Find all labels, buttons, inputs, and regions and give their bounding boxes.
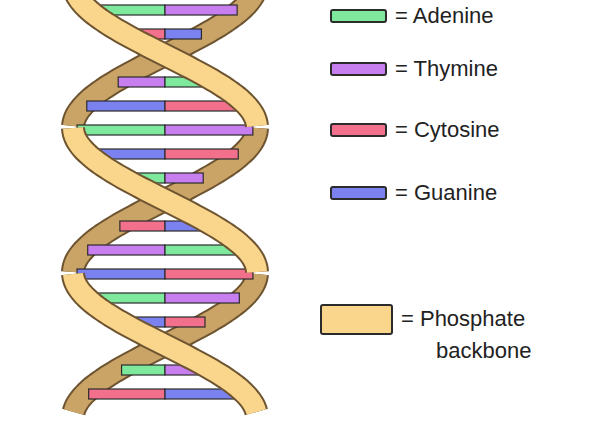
base — [77, 125, 165, 135]
base-pair — [77, 125, 253, 135]
base — [165, 317, 205, 327]
backbone-outline — [73, 128, 257, 272]
base — [165, 269, 253, 279]
legend-item: = Phosphate backbone — [320, 304, 591, 367]
backbone-outline — [74, 274, 257, 412]
legend-item: = Thymine — [330, 53, 498, 85]
backbone-ribbon — [73, 274, 256, 412]
backbone-ribbon — [74, 274, 257, 412]
base — [89, 389, 165, 399]
legend-label: = Guanine — [395, 177, 497, 209]
base-pair — [87, 101, 243, 111]
legend-swatch — [330, 186, 387, 200]
base — [88, 245, 165, 255]
backbone-outline — [73, 274, 256, 412]
base — [165, 5, 237, 15]
legend-label: = Phosphate backbone — [401, 303, 591, 367]
legend-item: = Guanine — [330, 177, 497, 209]
backbone-ribbon — [73, 0, 257, 126]
base — [122, 365, 165, 375]
base-pair — [88, 245, 243, 255]
backbone-outline — [73, 0, 257, 126]
backbone-ribbon — [73, 128, 257, 272]
legend-item: = Adenine — [330, 0, 493, 32]
legend-swatch — [320, 304, 393, 335]
legend-label: = Thymine — [395, 53, 498, 85]
base — [120, 221, 165, 231]
legend-swatch — [330, 123, 387, 137]
backbone-outline — [73, 128, 257, 272]
base — [165, 293, 239, 303]
base — [165, 29, 201, 39]
base — [77, 269, 165, 279]
base — [165, 173, 203, 183]
backbone-outline — [73, 0, 257, 126]
base — [165, 149, 238, 159]
base-pair — [91, 293, 240, 303]
base — [118, 77, 165, 87]
base-pair — [77, 269, 253, 279]
backbone-ribbon — [73, 0, 257, 126]
base-pair — [93, 5, 237, 15]
legend-swatch — [330, 9, 387, 23]
base — [87, 101, 165, 111]
legend-label: = Cytosine — [395, 114, 500, 146]
legend-label: = Adenine — [395, 0, 493, 32]
front-strands — [73, 0, 257, 412]
base-pair — [89, 389, 242, 399]
back-strands — [73, 0, 257, 412]
legend-swatch — [330, 62, 387, 76]
backbone-ribbon — [73, 128, 257, 272]
legend-item: = Cytosine — [330, 114, 500, 146]
base — [165, 125, 253, 135]
base-pair — [92, 149, 238, 159]
